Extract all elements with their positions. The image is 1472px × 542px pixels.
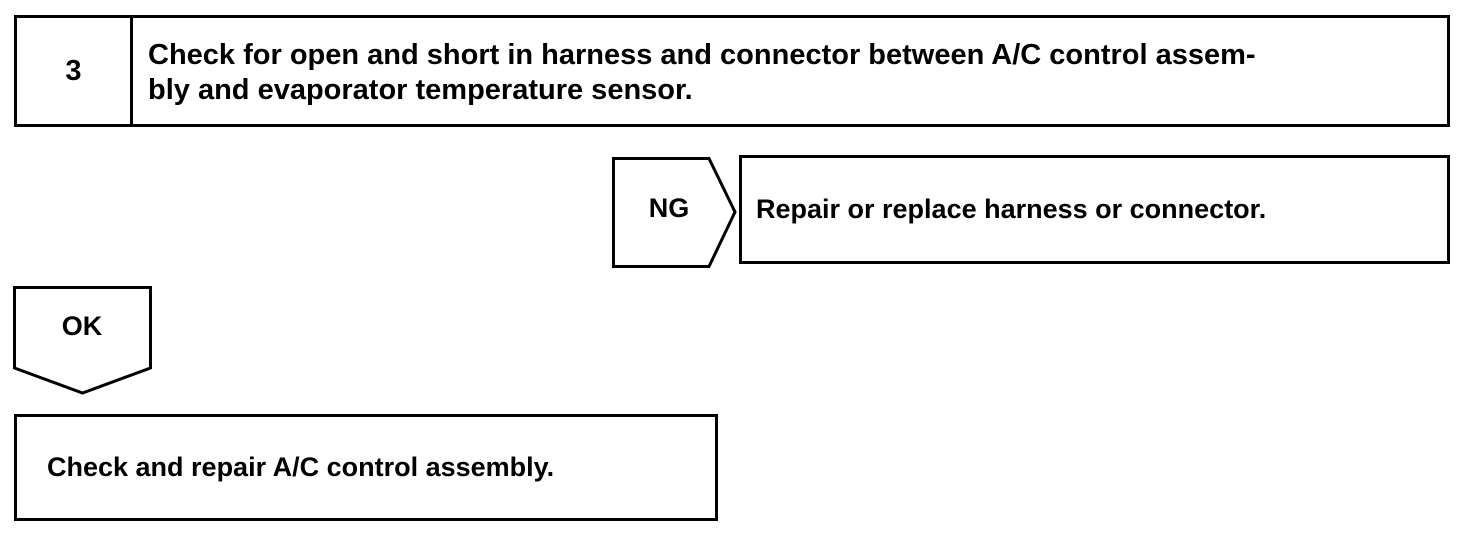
step-title-line-2: bly and evaporator temperature sensor. [148,74,693,106]
ok-result-box: Check and repair A/C control assembly. [14,414,718,521]
ng-result-text: Repair or replace harness or connector. [756,194,1267,224]
step-header: 3 Check for open and short in harness an… [14,15,1450,127]
ng-arrow-shape [612,157,737,268]
step-title: Check for open and short in harness and … [133,18,1447,124]
ng-result-box: Repair or replace harness or connector. [739,155,1450,264]
step-title-line-1: Check for open and short in harness and … [148,39,1256,71]
step-number: 3 [17,18,133,124]
ok-label: OK [61,311,103,341]
ok-arrow-shape [13,286,152,395]
ok-result-text: Check and repair A/C control assembly. [47,452,555,482]
ng-label: NG [648,193,690,223]
